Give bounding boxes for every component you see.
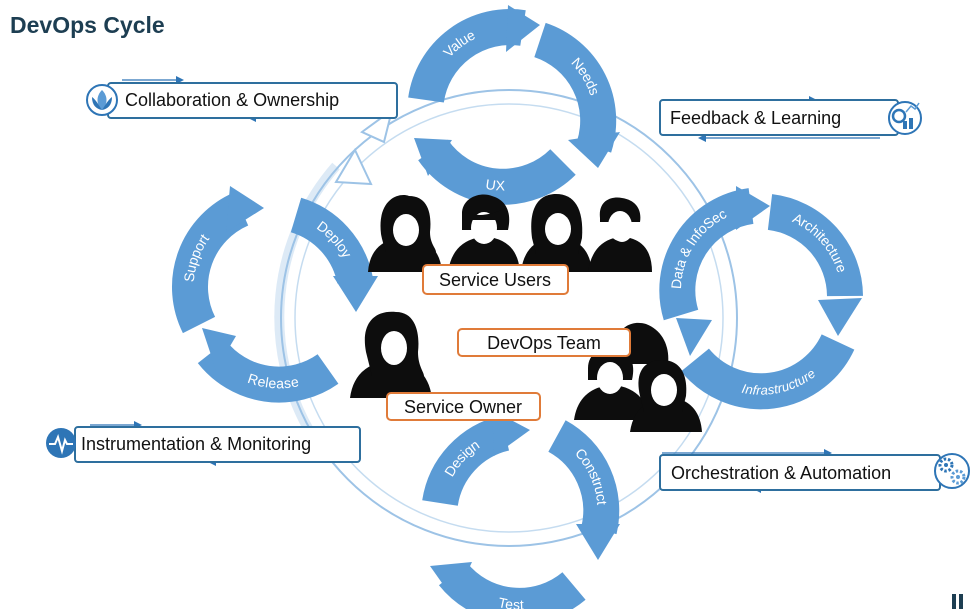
cycle-bottom: Design Construct Test (430, 410, 620, 609)
service-owner-label: Service Owner (404, 397, 522, 417)
practice-instrumentation: Instrumentation & Monitoring (46, 421, 361, 466)
service-owner-figure (350, 311, 432, 398)
instrumentation-label: Instrumentation & Monitoring (81, 434, 311, 454)
devops-team-tag: DevOps Team (457, 328, 631, 357)
page-title: DevOps Cycle (10, 12, 165, 38)
practice-collaboration: Collaboration & Ownership (86, 76, 398, 122)
cycle-label-test: Test (497, 594, 524, 609)
svg-text:Test: Test (497, 594, 524, 609)
cycle-label-ux: UX (485, 176, 506, 194)
service-users-label: Service Users (439, 270, 551, 290)
user-figure (368, 195, 442, 272)
practice-feedback: Feedback & Learning (659, 96, 922, 142)
cycle-top: Value Needs UX (414, 5, 620, 194)
orchestration-label: Orchestration & Automation (671, 463, 891, 483)
collaboration-label: Collaboration & Ownership (125, 90, 339, 110)
heartbeat-icon (46, 428, 76, 458)
cycle-label-release: Release (246, 370, 300, 391)
lotus-icon (86, 84, 118, 116)
cycle-left: Support Deploy Release (181, 186, 378, 391)
svg-text:Release: Release (246, 370, 300, 391)
service-users-figures (368, 194, 652, 272)
logo-mark (952, 594, 975, 609)
chart-icon (888, 101, 922, 135)
devops-team-label: DevOps Team (487, 333, 601, 353)
service-owner-tag: Service Owner (386, 392, 541, 421)
feedback-label: Feedback & Learning (670, 108, 841, 128)
user-figure (588, 197, 652, 272)
user-figure (448, 194, 520, 272)
svg-text:UX: UX (485, 176, 506, 194)
gears-icon (934, 453, 970, 489)
practice-orchestration: Orchestration & Automation (659, 449, 970, 493)
service-users-tag: Service Users (422, 264, 569, 295)
cycle-right: Data & InfoSec Architecture Infrastructu… (668, 186, 862, 398)
user-figure (521, 194, 592, 272)
